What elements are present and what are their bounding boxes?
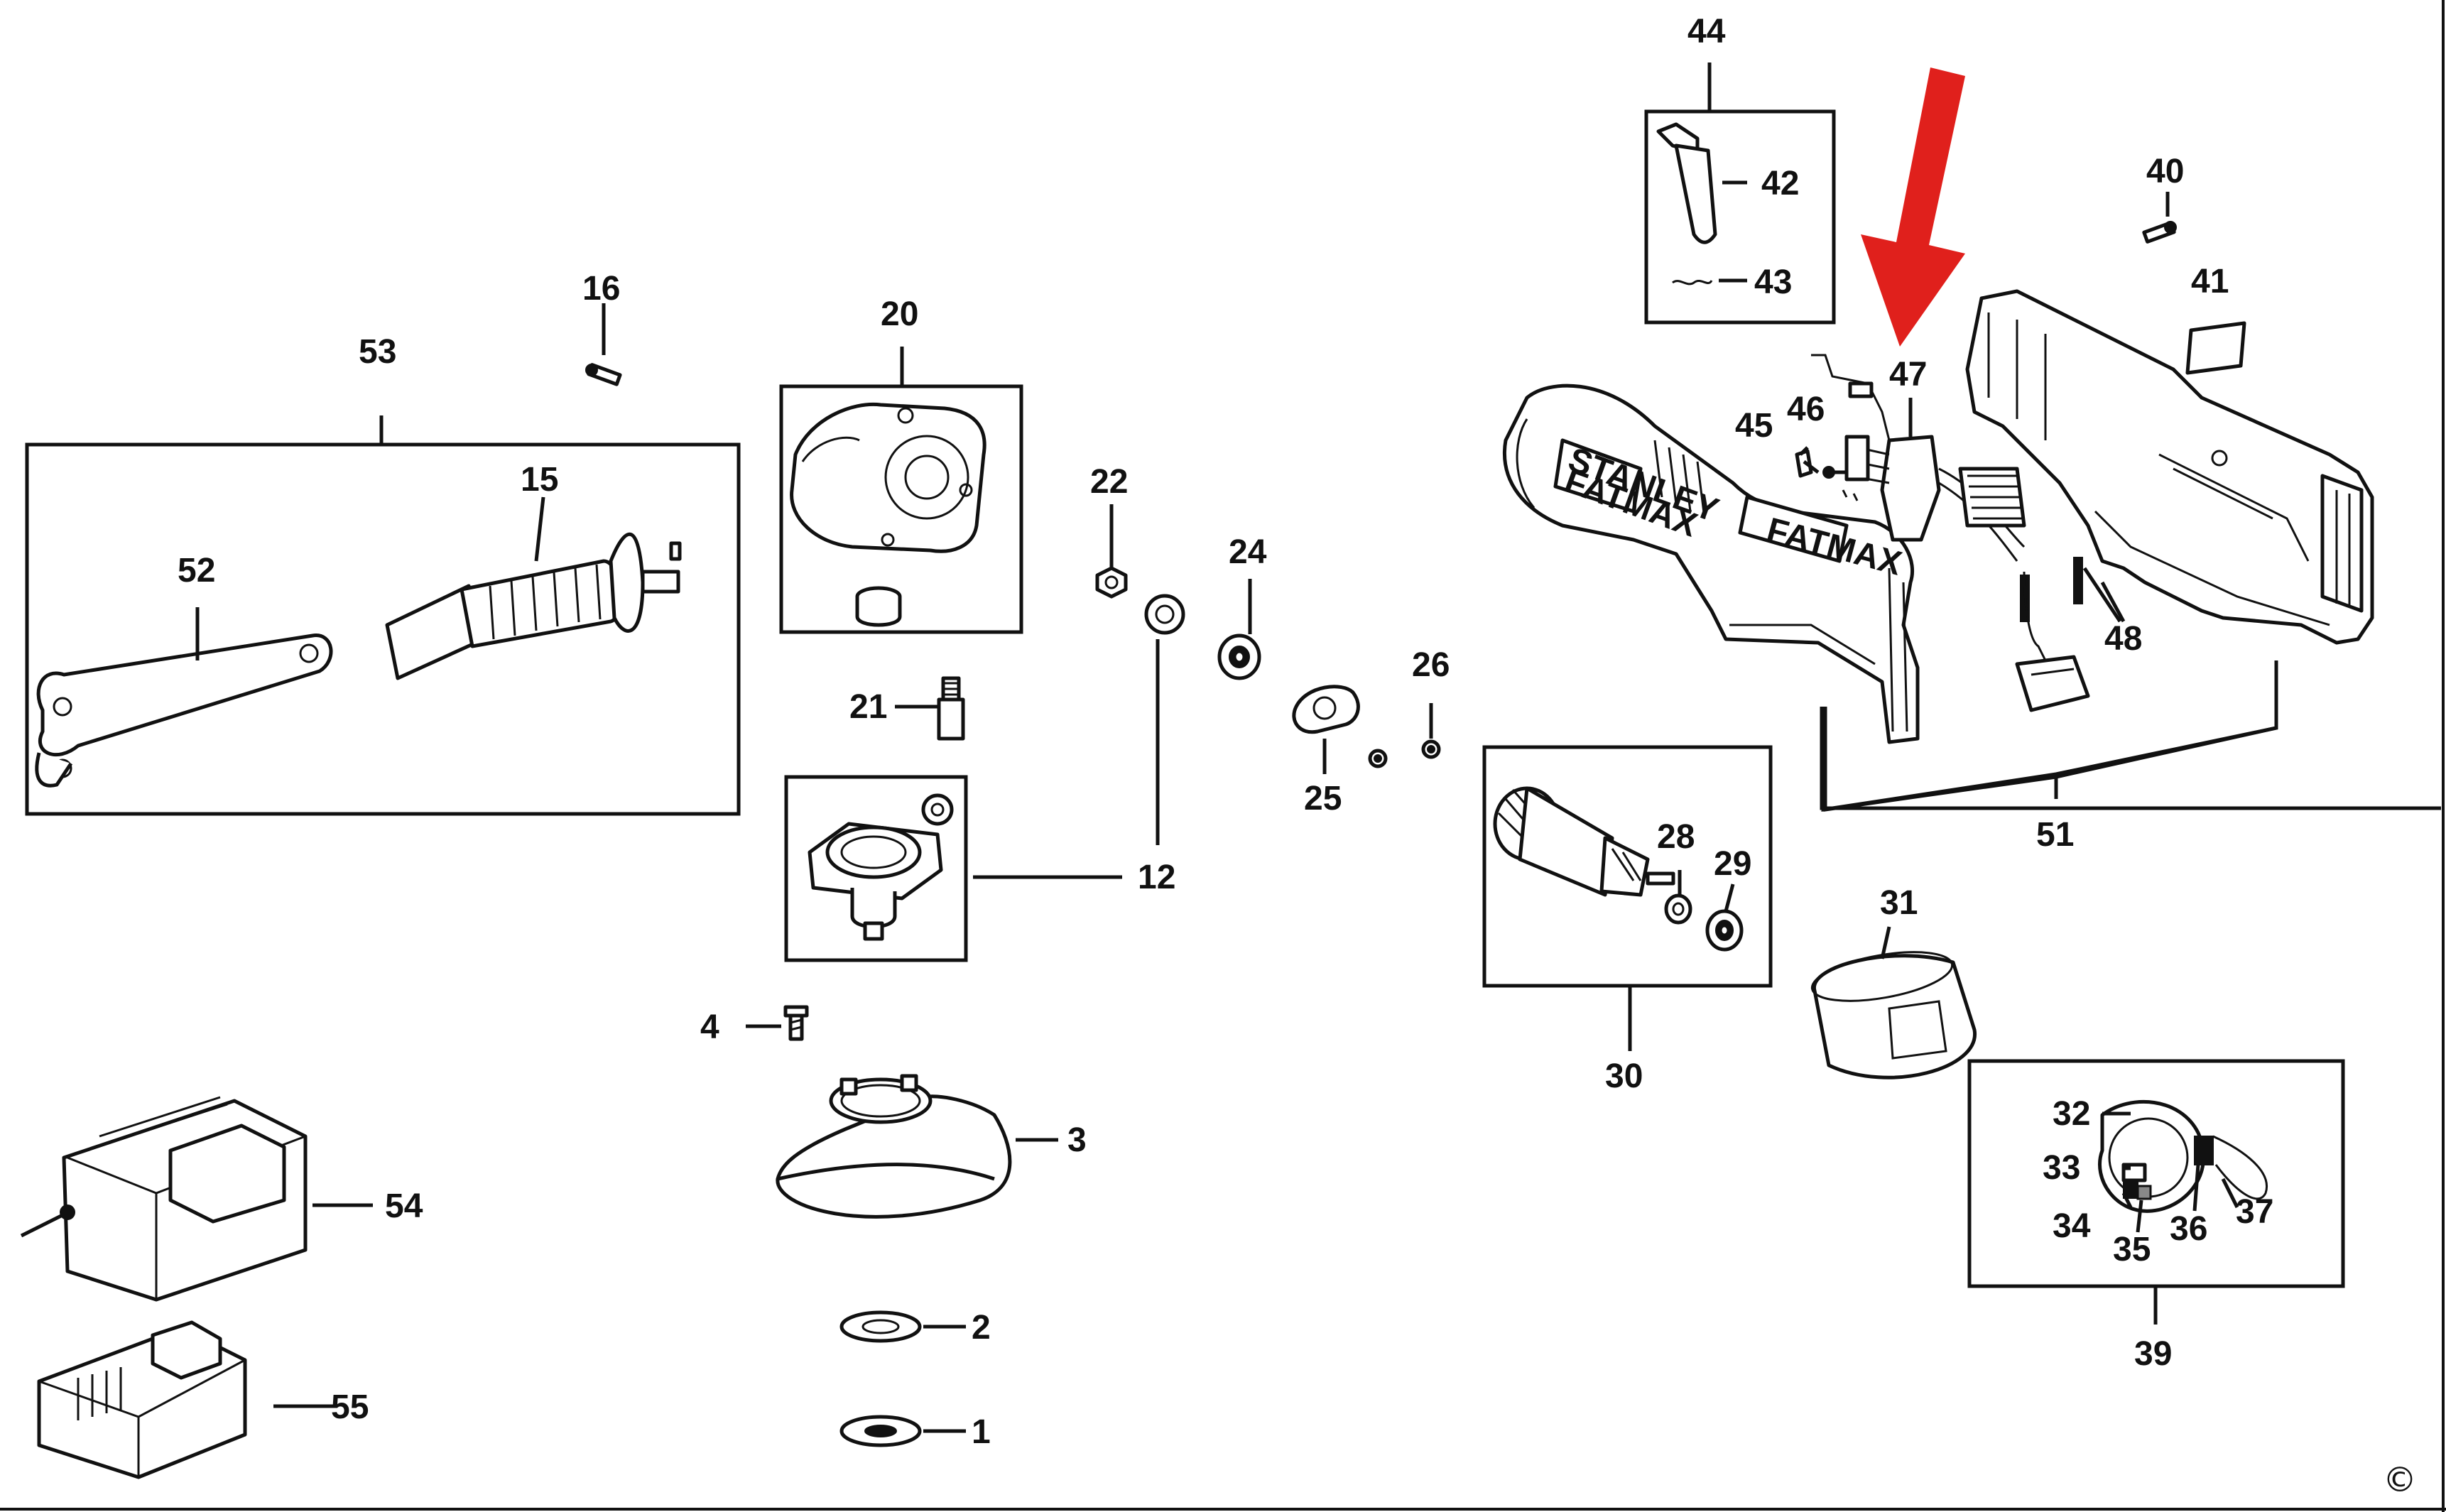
label-43: 43 xyxy=(1754,263,1792,301)
flange-nut-part-1 xyxy=(839,1415,922,1447)
group-box-44 xyxy=(1644,109,1836,325)
label-42: 42 xyxy=(1761,165,1799,202)
connector-lead-part-47 xyxy=(1811,354,1891,501)
screw-part-4 xyxy=(783,1005,809,1041)
label-40: 40 xyxy=(2146,153,2184,190)
label-52: 52 xyxy=(178,552,215,589)
housing-right-half xyxy=(1965,289,2374,645)
screw-part-40 xyxy=(2142,221,2177,244)
gear-assembly-part-12 xyxy=(808,793,954,941)
wheel-guard-part-3 xyxy=(776,1074,1012,1219)
spring-part-43 xyxy=(1672,280,1713,285)
pinion-gear-part-12 xyxy=(1144,594,1185,635)
label-47: 47 xyxy=(1889,356,1927,393)
brush-part-35 xyxy=(2136,1185,2152,1200)
label-44: 44 xyxy=(1687,13,1726,50)
label-45: 45 xyxy=(1735,407,1773,445)
bearing-part-29 xyxy=(1705,909,1744,952)
label-16: 16 xyxy=(582,270,620,308)
label-34: 34 xyxy=(2053,1207,2091,1245)
highlight-arrow-icon xyxy=(1861,67,1965,347)
label-32: 32 xyxy=(2053,1095,2090,1133)
group-box-30 xyxy=(1482,745,1773,988)
brush-springs-part-48 xyxy=(2020,557,2083,661)
copyright-symbol: © xyxy=(2383,1460,2417,1500)
lead-wire-part-37 xyxy=(2212,1135,2268,1200)
gear-housing-part-20 xyxy=(790,402,986,627)
label-15: 15 xyxy=(521,461,558,499)
screw-part-16 xyxy=(585,363,622,386)
label-20: 20 xyxy=(881,295,918,333)
label-24: 24 xyxy=(1229,533,1267,571)
label-46: 46 xyxy=(1787,391,1825,428)
brush-holder-part-32 xyxy=(2098,1100,2206,1213)
washer-part-28 xyxy=(1664,893,1692,925)
label-25: 25 xyxy=(1304,780,1342,817)
label-4: 4 xyxy=(700,1008,719,1046)
label-22: 22 xyxy=(1090,463,1128,501)
label-51: 51 xyxy=(2036,816,2074,854)
flange-part-2 xyxy=(839,1310,922,1343)
battery-part-55 xyxy=(37,1320,247,1479)
screw-part-26 xyxy=(1368,739,1441,768)
latch-part-42 xyxy=(1656,122,1717,244)
charger-part-54 xyxy=(20,1096,308,1302)
screw-part-46 xyxy=(1822,466,1845,479)
connector-block-part-48 xyxy=(2015,655,2090,712)
leader-lines xyxy=(195,62,2441,1433)
wrench-part-52 xyxy=(35,633,333,788)
bearing-part-24 xyxy=(1217,633,1261,680)
label-29: 29 xyxy=(1714,845,1751,883)
label-3: 3 xyxy=(1067,1121,1087,1159)
side-handle-part-15 xyxy=(385,532,682,680)
housing-left-half: STANLEY FATMAX FATMAX xyxy=(1503,384,1920,744)
label-12: 12 xyxy=(1138,859,1175,896)
pin-part-21 xyxy=(937,676,965,741)
label-1: 1 xyxy=(972,1413,991,1451)
label-53: 53 xyxy=(359,333,396,371)
switch-part-47 xyxy=(1844,435,2026,562)
label-28: 28 xyxy=(1657,818,1695,856)
label-55: 55 xyxy=(331,1388,369,1426)
label-39: 39 xyxy=(2134,1335,2172,1373)
label-41: 41 xyxy=(2191,263,2229,300)
label-36: 36 xyxy=(2170,1210,2207,1248)
label-21: 21 xyxy=(849,688,887,726)
stator-sleeve-part-31 xyxy=(1810,951,1977,1079)
label-33: 33 xyxy=(2043,1149,2080,1187)
bracket-part-51 xyxy=(1821,660,2278,812)
label-54: 54 xyxy=(385,1187,423,1225)
brush-part-36 xyxy=(2194,1136,2214,1165)
label-35: 35 xyxy=(2113,1231,2151,1268)
group-box-12 xyxy=(784,775,968,962)
label-30: 30 xyxy=(1605,1057,1643,1095)
part-labels: 1 2 3 4 12 15 16 20 21 22 24 25 26 28 29… xyxy=(178,13,2273,1451)
label-26: 26 xyxy=(1412,646,1450,684)
label-part-41 xyxy=(2185,321,2246,375)
armature-part-30 xyxy=(1493,786,1675,897)
label-31: 31 xyxy=(1880,884,1918,922)
gasket-part-25 xyxy=(1292,685,1360,734)
label-2: 2 xyxy=(972,1309,991,1347)
label-48: 48 xyxy=(2104,620,2142,658)
label-37: 37 xyxy=(2236,1193,2273,1231)
nut-part-22 xyxy=(1095,566,1128,599)
